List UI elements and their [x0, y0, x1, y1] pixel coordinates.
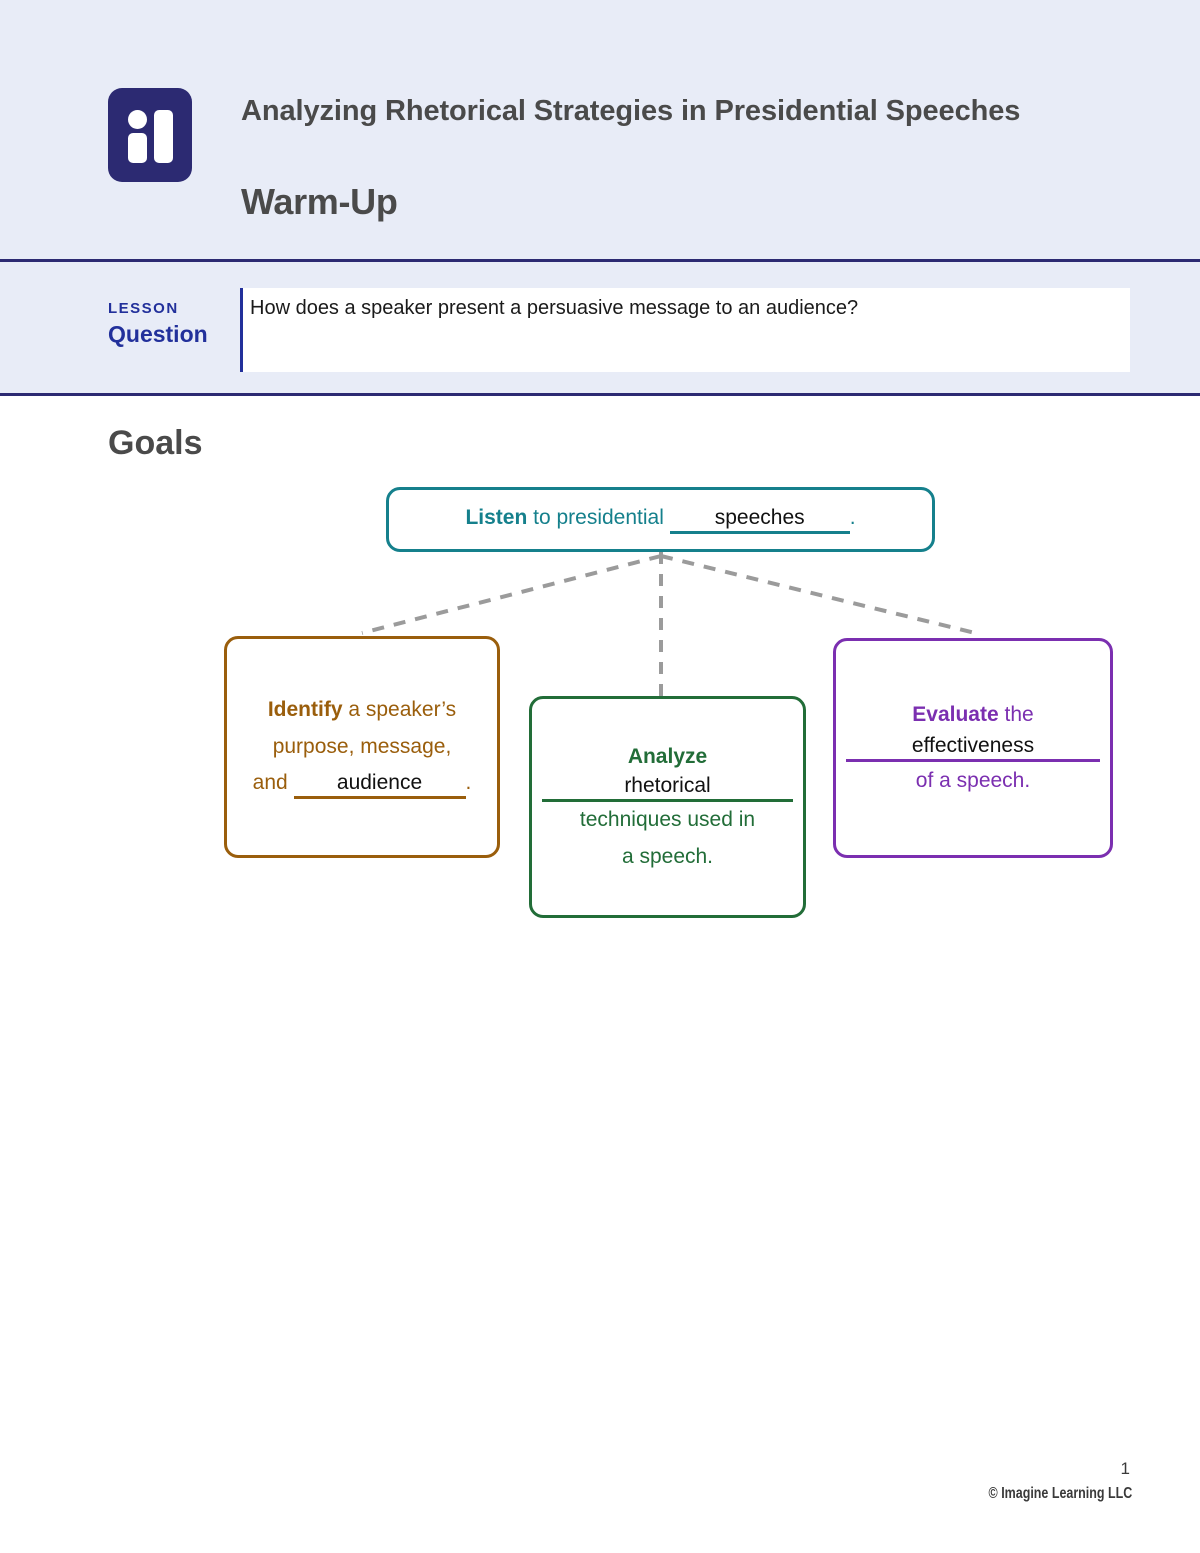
goal-analyze-blank[interactable]: rhetorical: [542, 774, 793, 803]
goal-node-analyze[interactable]: Analyze rhetorical techniques used in a …: [529, 696, 806, 918]
page-title: Analyzing Rhetorical Strategies in Presi…: [241, 95, 1021, 127]
imagine-learning-logo-icon: [108, 88, 192, 182]
logo-bar-left-shape: [128, 133, 147, 163]
goal-identify-line1-rest: a speaker’s: [342, 697, 457, 721]
goal-evaluate-line1-rest: the: [998, 702, 1034, 726]
goal-identify-line3-before: and: [252, 771, 294, 795]
connector-root-to-identify: [361, 554, 662, 635]
goal-listen-blank-answer: speeches: [714, 506, 805, 529]
goal-identify-line3-after: .: [465, 771, 472, 795]
goal-node-listen-text: Listen to presidential speeches.: [389, 505, 932, 534]
goal-analyze-keyword: Analyze: [627, 745, 708, 769]
goal-node-analyze-text: Analyze rhetorical techniques used in a …: [532, 739, 803, 874]
connector-root-to-evaluate: [660, 554, 976, 635]
goal-listen-prefix: to presidential: [527, 506, 670, 529]
goal-node-identify-text: Identify a speaker’s purpose, message, a…: [227, 692, 497, 802]
lesson-question-label-big: Question: [108, 321, 208, 347]
goal-evaluate-line3: of a speech.: [915, 768, 1031, 792]
goal-node-identify[interactable]: Identify a speaker’s purpose, message, a…: [224, 636, 500, 858]
page-number: 1: [1120, 1459, 1130, 1478]
goal-analyze-line2: techniques used in: [579, 808, 756, 832]
lesson-question-label-small: LESSON: [108, 300, 179, 317]
lesson-question-divider: [240, 288, 243, 372]
goal-identify-keyword: Identify: [267, 697, 343, 721]
goal-identify-blank[interactable]: audience: [293, 771, 466, 800]
lesson-question-answer-box[interactable]: How does a speaker present a persuasive …: [243, 288, 1130, 372]
goal-analyze-line3: a speech.: [621, 844, 714, 868]
goals-heading: Goals: [108, 424, 203, 462]
goal-identify-line2: purpose, message,: [272, 734, 452, 758]
goal-node-evaluate[interactable]: Evaluate the effectiveness of a speech.: [833, 638, 1113, 858]
goal-analyze-blank-answer: rhetorical: [624, 774, 711, 798]
goal-evaluate-blank[interactable]: effectiveness: [846, 735, 1100, 762]
goal-listen-blank[interactable]: speeches: [669, 506, 850, 534]
logo-dot-shape: [128, 110, 147, 129]
goal-listen-keyword: Listen: [465, 506, 528, 529]
goal-evaluate-keyword: Evaluate: [912, 702, 999, 726]
goal-identify-blank-answer: audience: [336, 771, 423, 795]
lesson-question-text: How does a speaker present a persuasive …: [250, 297, 859, 319]
goal-evaluate-blank-answer: effectiveness: [911, 733, 1035, 757]
header-band: [0, 0, 1200, 259]
copyright-notice: © Imagine Learning LLC: [988, 1485, 1132, 1502]
goal-node-listen[interactable]: Listen to presidential speeches.: [386, 487, 935, 552]
lesson-question-label: LESSON Question: [108, 300, 233, 350]
logo-bar-right-shape: [154, 110, 173, 163]
goal-node-evaluate-text: Evaluate the effectiveness of a speech.: [836, 696, 1110, 801]
section-title: Warm-Up: [241, 181, 398, 222]
goal-listen-suffix: .: [849, 506, 856, 529]
